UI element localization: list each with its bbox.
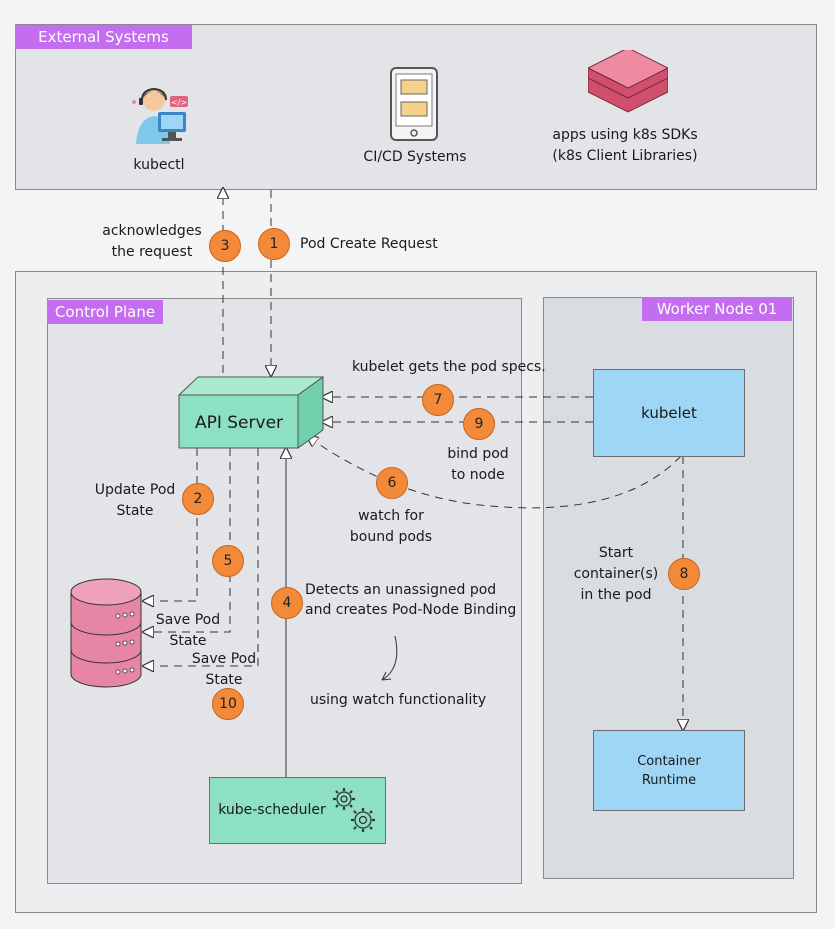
acknowledges-label-line2: the request — [111, 244, 193, 260]
api-server-label: API Server — [194, 413, 284, 433]
step-badge-3: 3 — [209, 230, 241, 262]
step-badge-8: 8 — [668, 558, 700, 590]
start-containers-line2: container(s) — [573, 566, 659, 582]
kubelet-specs-label: kubelet gets the pod specs. — [352, 359, 546, 375]
kubelet-label: kubelet — [641, 404, 697, 422]
start-containers-line1: Start — [598, 545, 634, 561]
watch-bound-pods-line2: bound pods — [349, 529, 433, 545]
save-pod-state-2-line1: Save Pod — [191, 651, 257, 667]
save-pod-state-1-line2: State — [169, 633, 207, 649]
watch-bound-pods-line1: watch for — [358, 508, 424, 524]
apps-label-line1: apps using k8s SDKs — [552, 127, 698, 143]
step-badge-5: 5 — [212, 545, 244, 577]
external-systems-title: External Systems — [15, 25, 192, 49]
runtime-label-line1: Container — [637, 753, 701, 769]
bind-pod-line1: bind pod — [447, 446, 509, 462]
pod-create-request-label: Pod Create Request — [300, 236, 438, 252]
database-icon — [70, 578, 142, 688]
start-containers-line3: in the pod — [580, 587, 652, 603]
control-plane-title: Control Plane — [47, 300, 163, 324]
detects-label-line2: and creates Pod-Node Binding — [305, 602, 517, 618]
kube-scheduler-label: kube-scheduler — [218, 802, 326, 818]
save-pod-state-1-line1: Save Pod — [155, 612, 221, 628]
update-pod-state-line2: State — [116, 503, 154, 519]
developer-icon: </> — [132, 87, 188, 144]
kubectl-label: kubectl — [133, 157, 185, 173]
kube-scheduler-box — [209, 777, 386, 844]
step-badge-1: 1 — [258, 228, 290, 260]
step-badge-4: 4 — [271, 587, 303, 619]
acknowledges-label-line1: acknowledges — [102, 223, 202, 239]
worker-node-title: Worker Node 01 — [642, 297, 792, 321]
gears-icon — [333, 788, 375, 832]
api-server-box — [178, 376, 324, 449]
using-watch-label: using watch functionality — [310, 692, 487, 708]
step-badge-6: 6 — [376, 467, 408, 499]
server-rack-icon — [588, 50, 668, 113]
cicd-label: CI/CD Systems — [363, 149, 467, 165]
step-badge-9: 9 — [463, 408, 495, 440]
runtime-label-line2: Runtime — [641, 772, 697, 788]
apps-label-line2: (k8s Client Libraries) — [552, 148, 698, 164]
svg-text:</>: </> — [171, 98, 187, 107]
step-badge-2: 2 — [182, 483, 214, 515]
kubelet-box: kubelet — [593, 369, 745, 457]
update-pod-state-line1: Update Pod — [94, 482, 176, 498]
mobile-device-icon — [390, 67, 438, 141]
detects-label-line1: Detects an unassigned pod — [305, 582, 497, 598]
save-pod-state-2-line2: State — [205, 672, 243, 688]
bind-pod-line2: to node — [451, 467, 505, 483]
container-runtime-box: Container Runtime — [593, 730, 745, 811]
step-badge-10: 10 — [212, 688, 244, 720]
step-badge-7: 7 — [422, 384, 454, 416]
